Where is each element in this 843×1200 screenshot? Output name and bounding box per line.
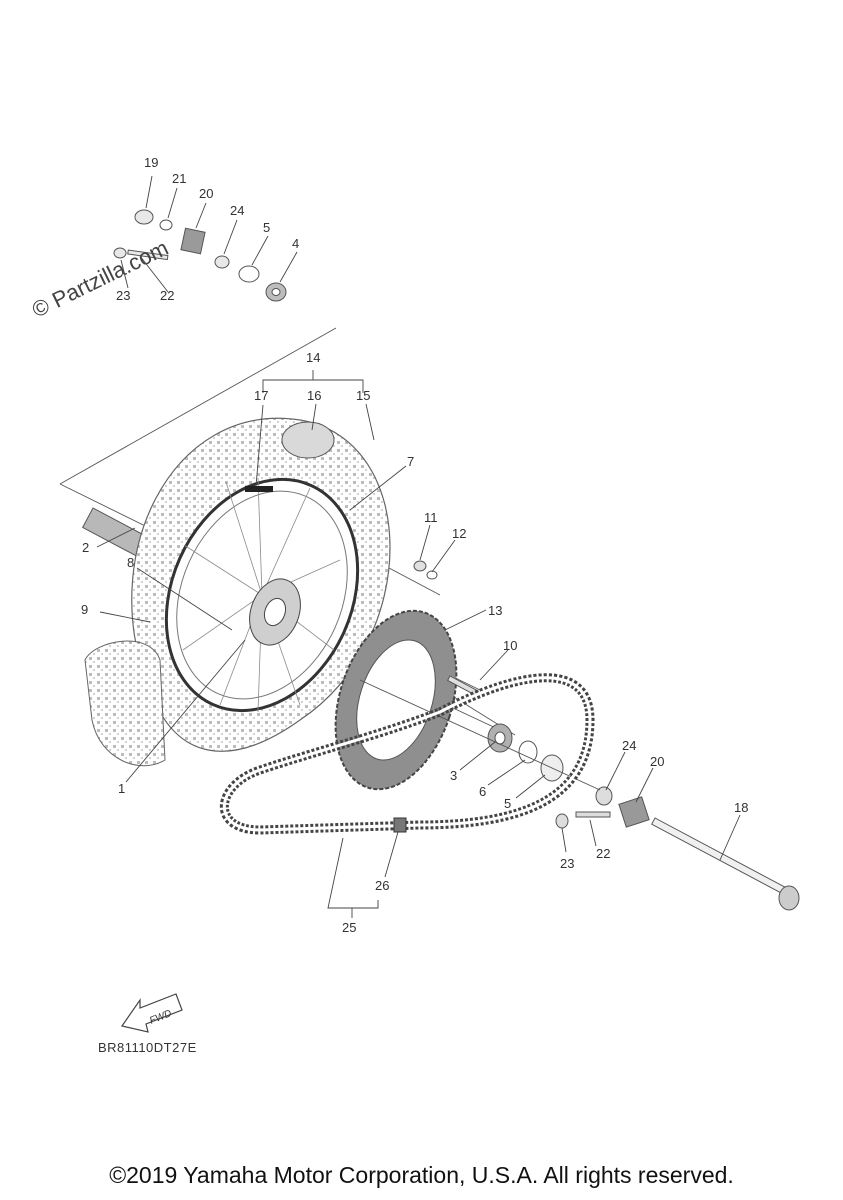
part-11-nut (413, 560, 427, 572)
callout-13: 13 (488, 603, 502, 618)
callout-9: 9 (81, 602, 88, 617)
part-20-adjuster-lower (618, 796, 650, 828)
part-22-bolt-lower (575, 811, 611, 818)
callout-14: 14 (306, 350, 320, 365)
callout-20-lower: 20 (650, 754, 664, 769)
part-23-nut-lower (555, 813, 569, 829)
small-parts-mid (413, 560, 479, 697)
callout-18: 18 (734, 800, 748, 815)
callout-5-lower: 5 (504, 796, 511, 811)
axle-hardware-lower (487, 723, 800, 911)
callout-8: 8 (127, 555, 134, 570)
callout-1: 1 (118, 781, 125, 796)
callout-7: 7 (407, 454, 414, 469)
copyright-notice: ©2019 Yamaha Motor Corporation, U.S.A. A… (109, 1162, 734, 1188)
axle-hardware-upper (113, 209, 287, 302)
part-5-seal (238, 265, 260, 283)
callout-20: 20 (199, 186, 213, 201)
part-26-master-link (393, 817, 407, 833)
callout-26: 26 (375, 878, 389, 893)
callout-24-lower: 24 (622, 738, 636, 753)
callout-12: 12 (452, 526, 466, 541)
fwd-arrow-icon: FWD (121, 993, 183, 1033)
part-21-washer (159, 219, 173, 231)
callout-16: 16 (307, 388, 321, 403)
callout-2: 2 (82, 540, 89, 555)
part-22-bolt (127, 249, 169, 261)
callout-24: 24 (230, 203, 244, 218)
callout-23: 23 (116, 288, 130, 303)
callout-19: 19 (144, 155, 158, 170)
part-6-ring (518, 740, 538, 764)
part-24-washer-lower (595, 786, 613, 806)
callouts: 19 21 20 24 5 4 22 23 14 17 16 15 7 2 8 … (81, 155, 748, 935)
part-20-adjuster (180, 227, 206, 255)
callout-10: 10 (503, 638, 517, 653)
drawing-code: BR81110DT27E (98, 1040, 197, 1055)
callout-6: 6 (479, 784, 486, 799)
leader-lines (96, 175, 741, 918)
part-17-rim-band (245, 486, 273, 492)
part-16-tube (281, 421, 335, 459)
part-23-nut (113, 247, 127, 259)
callout-21: 21 (172, 171, 186, 186)
callout-5: 5 (263, 220, 270, 235)
callout-3: 3 (450, 768, 457, 783)
part-19-nut (134, 209, 154, 225)
callout-25: 25 (342, 920, 356, 935)
callout-22-lower: 22 (596, 846, 610, 861)
callout-15: 15 (356, 388, 370, 403)
part-13-sprocket (334, 609, 458, 791)
part-18-axle (651, 817, 789, 896)
part-25-chain (219, 673, 595, 835)
callout-11: 11 (424, 510, 438, 525)
callout-22: 22 (160, 288, 174, 303)
callout-17: 17 (254, 388, 268, 403)
rear-wheel (84, 417, 391, 767)
part-12-clip (426, 570, 438, 580)
callout-23-lower: 23 (560, 856, 574, 871)
callout-4: 4 (292, 236, 299, 251)
part-24-washer (214, 255, 230, 269)
